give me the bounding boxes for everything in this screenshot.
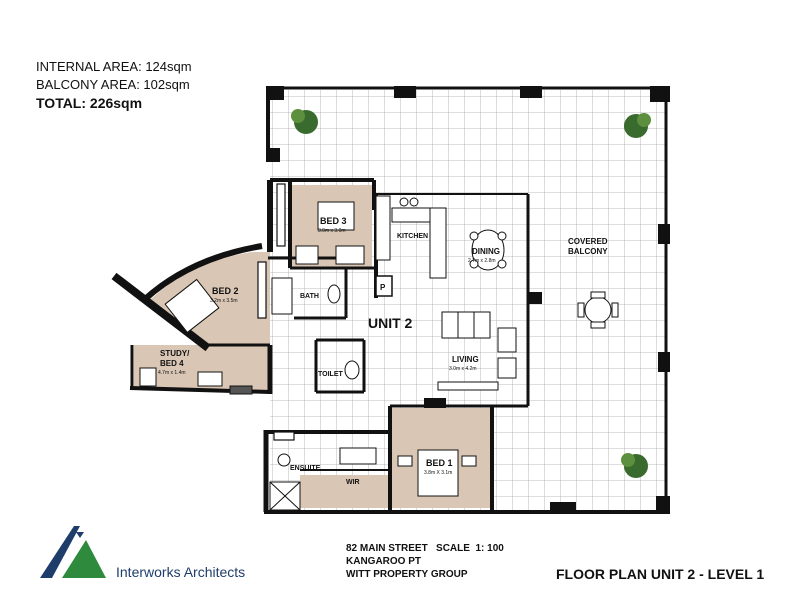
columns xyxy=(266,86,670,514)
label-covered-balcony-2: BALCONY xyxy=(568,247,608,256)
property-group: WITT PROPERTY GROUP xyxy=(346,569,468,580)
balcony-area: BALCONY AREA: 102sqm xyxy=(36,77,190,92)
dining-table xyxy=(469,229,507,271)
label-bed1: BED 1 xyxy=(426,458,453,468)
label-toilet: TOILET xyxy=(318,371,343,378)
label-covered-balcony-1: COVERED xyxy=(568,237,608,246)
living-furniture xyxy=(437,311,517,391)
scale: SCALE 1: 100 xyxy=(436,543,504,554)
study-floor xyxy=(134,345,270,392)
label-study-2: BED 4 xyxy=(160,359,184,368)
plan-title: FLOOR PLAN UNIT 2 - LEVEL 1 xyxy=(556,566,765,582)
room-labels: BED 3 3.0m x 3.0m KITCHEN DINING 2.7m x … xyxy=(158,216,608,486)
label-unit: UNIT 2 xyxy=(368,315,413,331)
label-ensuite: ENSUITE xyxy=(290,465,321,472)
pantry xyxy=(375,275,393,297)
balcony-plants xyxy=(291,109,651,478)
beds xyxy=(139,201,477,497)
area-summary: INTERNAL AREA: 124sqm BALCONY AREA: 102s… xyxy=(36,58,192,112)
label-living: LIVING xyxy=(452,355,479,364)
kitchen-fixtures xyxy=(375,195,447,297)
label-pantry: P xyxy=(380,283,386,292)
interworks-logo xyxy=(40,526,106,578)
size-living: 3.0m x 4.2m xyxy=(449,366,477,372)
size-bed3: 3.0m x 3.0m xyxy=(318,228,346,234)
project-info: 82 MAIN STREET SCALE 1: 100 KANGAROO PT … xyxy=(346,542,504,581)
balcony-table xyxy=(577,291,619,329)
windows xyxy=(257,183,295,441)
label-dining: DINING xyxy=(472,247,500,256)
size-dining: 2.7m x 2.8m xyxy=(468,258,496,264)
brand-name: Interworks Architects xyxy=(116,564,246,580)
address: 82 MAIN STREET xyxy=(346,543,428,554)
label-study-1: STUDY/ xyxy=(160,349,190,358)
label-bath: BATH xyxy=(300,293,319,300)
label-kitchen: KITCHEN xyxy=(397,233,428,240)
size-bed2: 3.2m x 3.5m xyxy=(210,298,238,304)
bath-fixtures xyxy=(269,277,377,511)
label-bed2: BED 2 xyxy=(212,286,239,296)
wir-floor xyxy=(300,475,390,508)
suburb: KANGAROO PT xyxy=(346,556,421,567)
label-bed3: BED 3 xyxy=(320,216,347,226)
total-area: TOTAL: 226sqm xyxy=(36,95,143,111)
size-bed1: 3.8m X 3.1m xyxy=(424,470,452,476)
internal-area: INTERNAL AREA: 124sqm xyxy=(36,59,192,74)
label-wir: WIR xyxy=(346,479,360,486)
size-study: 4.7m x 1.4m xyxy=(158,370,186,376)
